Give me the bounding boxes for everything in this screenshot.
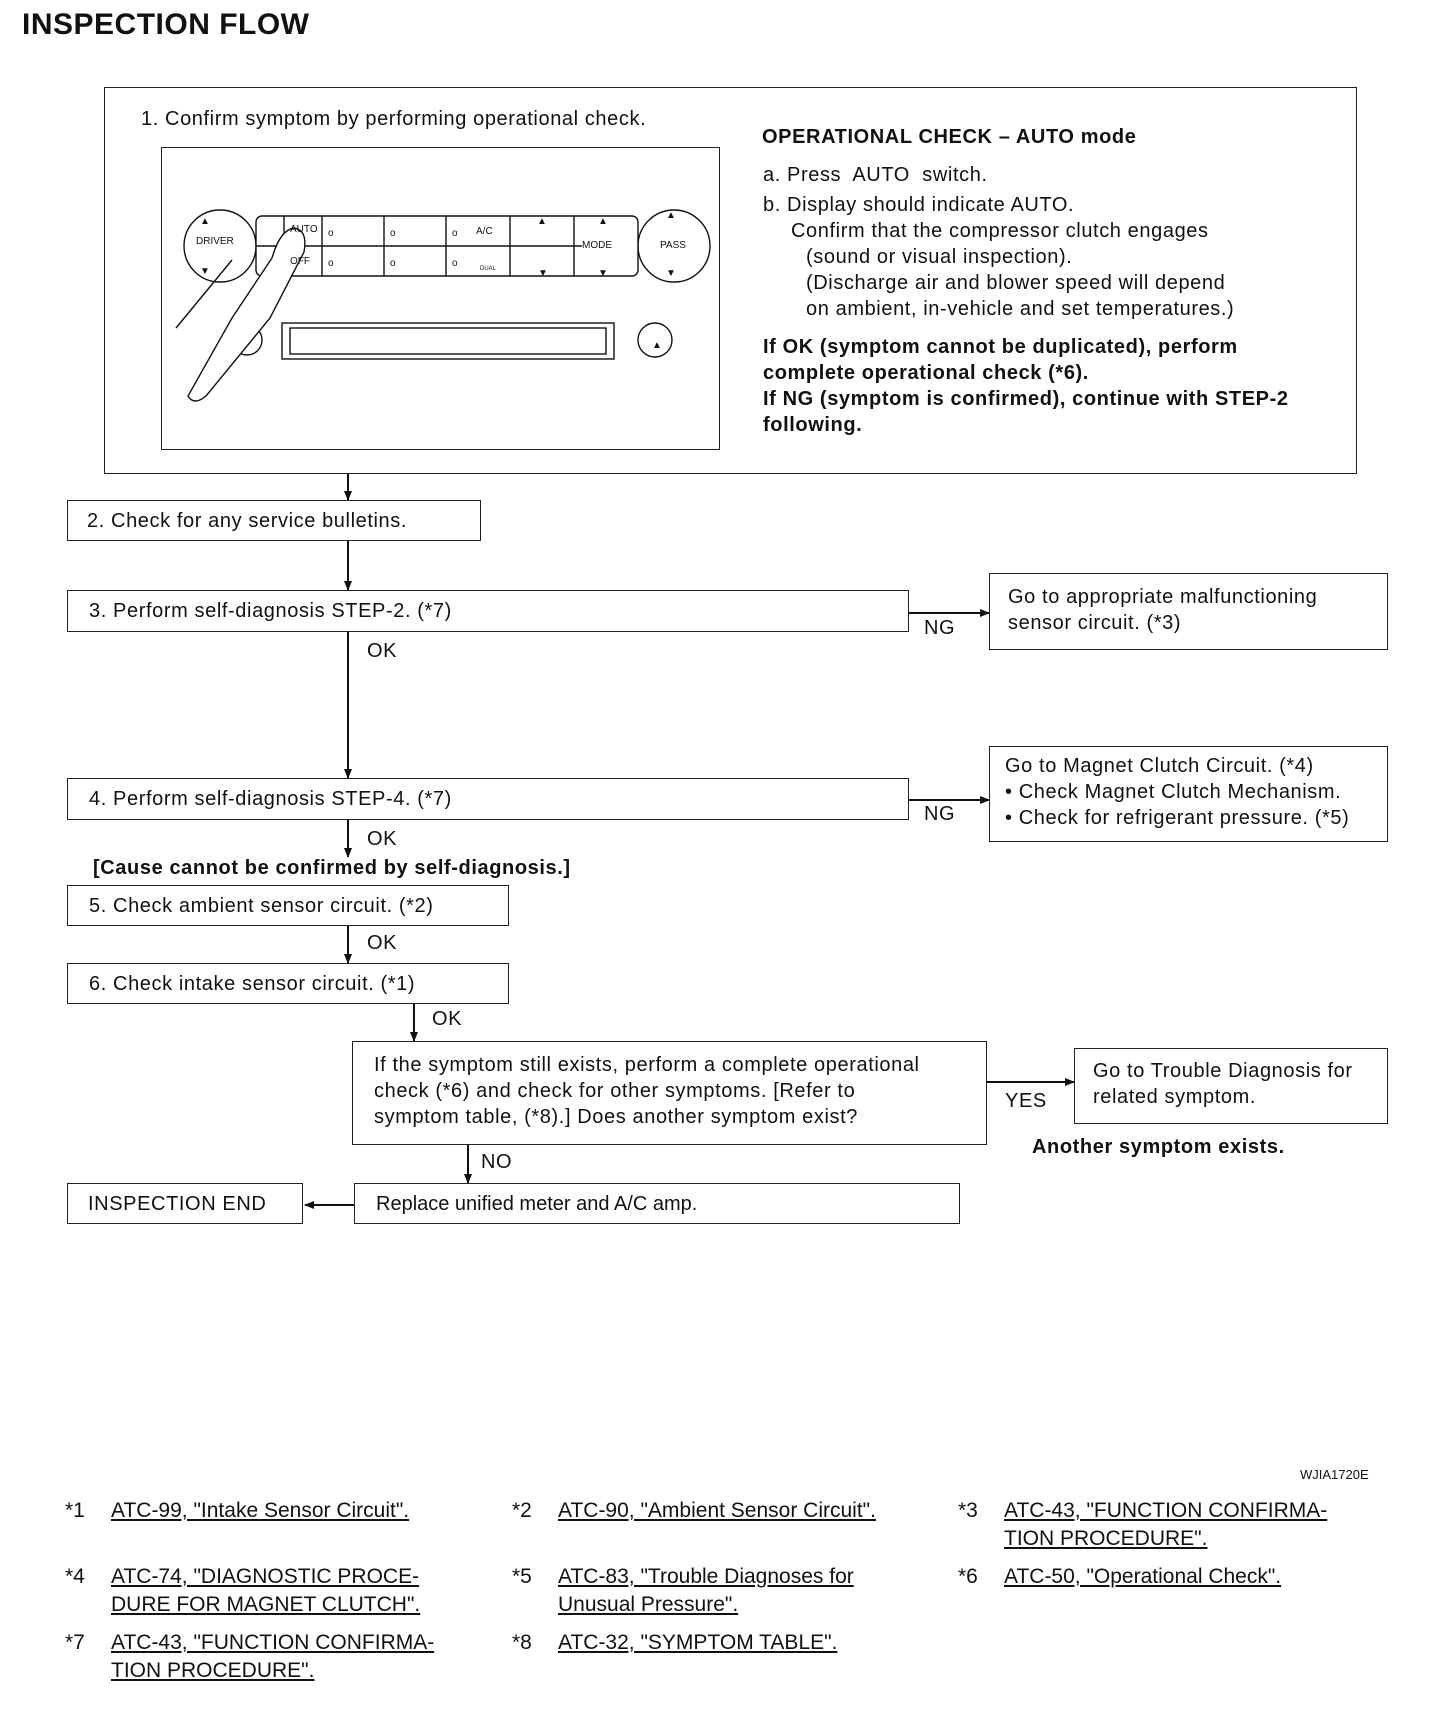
step3-ok-label: OK [367,640,398,662]
svg-text:▲: ▲ [537,216,547,227]
panel-pass-label: PASS [660,240,686,251]
another-symptom-note: Another symptom exists. [1032,1136,1285,1158]
svg-text:o: o [452,258,458,269]
step4-ok-label: OK [367,828,398,850]
step3-text: 3. Perform self-diagnosis STEP-2. (*7) [89,600,452,622]
panel-driver-label: DRIVER [196,236,234,247]
step4-ng-text-2: • Check Magnet Clutch Mechanism. [1005,781,1342,803]
step1-text: 1. Confirm symptom by performing operati… [141,108,647,130]
yes-text-1: Go to Trouble Diagnosis for [1093,1060,1353,1082]
footnote-key: *4 [65,1565,85,1588]
opcheck-line-b2: Confirm that the compressor clutch engag… [791,220,1209,242]
footnote-link-cont[interactable]: TION PROCEDURE". [1004,1527,1208,1550]
svg-text:▲: ▲ [598,216,608,227]
footnote-key: *5 [512,1565,532,1588]
inspection-end-box: INSPECTION END [67,1183,303,1224]
svg-text:▲: ▲ [666,210,676,221]
svg-text:▼: ▼ [666,268,676,279]
footnote-link-cont[interactable]: TION PROCEDURE". [111,1659,315,1682]
footnote-key: *1 [65,1499,85,1522]
svg-text:o: o [328,228,334,239]
svg-text:o: o [328,258,334,269]
footnote-link[interactable]: ATC-50, "Operational Check". [1004,1565,1282,1588]
opcheck-line-b3: (sound or visual inspection). [806,246,1073,268]
figure-id: WJIA1720E [1300,1467,1369,1482]
panel-illustration: ▲ ▼ ▲ ▼ ▲ ▼ ▲ ▼ o o o o o o ▲ DRIVER AUTO OFF A/… [161,147,720,450]
step5-box: 5. Check ambient sensor circuit. (*2) [67,885,509,926]
footnote-link-cont[interactable]: DURE FOR MAGNET CLUTCH". [111,1593,421,1616]
decision-no-label: NO [481,1151,513,1173]
footnote-link[interactable]: ATC-90, "Ambient Sensor Circuit". [558,1499,876,1522]
replace-text: Replace unified meter and A/C amp. [376,1193,698,1215]
svg-text:o: o [390,258,396,269]
step4-ng-label: NG [924,803,956,825]
footnote-link[interactable]: ATC-99, "Intake Sensor Circuit". [111,1499,410,1522]
footnote-link[interactable]: ATC-43, "FUNCTION CONFIRMA- [1004,1499,1328,1522]
footnote-key: *8 [512,1631,532,1654]
footnote-key: *7 [65,1631,85,1654]
footnote-link-cont[interactable]: Unusual Pressure". [558,1593,739,1616]
panel-auto-label: AUTO [290,224,318,235]
step4-ng-box: Go to Magnet Clutch Circuit. (*4) • Chec… [989,746,1388,842]
opcheck-ok-2: complete operational check (*6). [763,362,1089,384]
step5-ok-label: OK [367,932,398,954]
opcheck-line-a: a. Press AUTO switch. [763,164,988,186]
opcheck-ng-2: following. [763,414,863,436]
opcheck-ok-1: If OK (symptom cannot be duplicated), pe… [763,336,1238,358]
footnote-key: *2 [512,1499,532,1522]
svg-text:▲: ▲ [652,340,662,351]
svg-text:o: o [452,228,458,239]
panel-ac-label: A/C [476,226,493,237]
step2-text: 2. Check for any service bulletins. [87,510,408,532]
replace-box: Replace unified meter and A/C amp. [354,1183,960,1224]
step5-text: 5. Check ambient sensor circuit. (*2) [89,895,434,917]
footnote-link[interactable]: ATC-43, "FUNCTION CONFIRMA- [111,1631,435,1654]
step4-text: 4. Perform self-diagnosis STEP-4. (*7) [89,788,452,810]
panel-dual-label: DUAL [480,266,497,272]
svg-text:▲: ▲ [200,216,210,227]
control-panel-graphic: ▲ ▼ ▲ ▼ ▲ ▼ ▲ ▼ o o o o o o ▲ [175,209,711,402]
page-title: INSPECTION FLOW [22,8,310,41]
panel-mode-label: MODE [582,240,612,251]
opcheck-ng-1: If NG (symptom is confirmed), continue w… [763,388,1289,410]
decision-text-2: check (*6) and check for other symptoms.… [374,1080,856,1102]
yes-text-2: related symptom. [1093,1086,1256,1108]
decision-text-1: If the symptom still exists, perform a c… [374,1054,920,1076]
step6-box: 6. Check intake sensor circuit. (*1) [67,963,509,1004]
svg-text:o: o [390,228,396,239]
step4-ng-text-3: • Check for refrigerant pressure. (*5) [1005,807,1350,829]
step6-ok-label: OK [432,1008,463,1030]
opcheck-heading: OPERATIONAL CHECK – AUTO mode [762,126,1137,148]
svg-text:▼: ▼ [200,266,210,277]
step3-ng-box: Go to appropriate malfunctioning sensor … [989,573,1388,650]
decision-yes-label: YES [1005,1090,1047,1112]
step3-ng-text-2: sensor circuit. (*3) [1008,612,1182,634]
panel-off-label: OFF [290,256,310,267]
step6-text: 6. Check intake sensor circuit. (*1) [89,973,416,995]
opcheck-line-b: b. Display should indicate AUTO. [763,194,1075,216]
step4-ng-text-1: Go to Magnet Clutch Circuit. (*4) [1005,755,1314,777]
step2-box: 2. Check for any service bulletins. [67,500,481,541]
step3-ng-text-1: Go to appropriate malfunctioning [1008,586,1318,608]
footnote-link[interactable]: ATC-74, "DIAGNOSTIC PROCE- [111,1565,420,1588]
step3-box: 3. Perform self-diagnosis STEP-2. (*7) [67,590,909,632]
decision-box: If the symptom still exists, perform a c… [352,1041,987,1145]
footnote-link[interactable]: ATC-32, "SYMPTOM TABLE". [558,1631,838,1654]
svg-text:▼: ▼ [598,268,608,279]
decision-text-3: symptom table, (*8).] Does another sympt… [374,1106,859,1128]
step4-box: 4. Perform self-diagnosis STEP-4. (*7) [67,778,909,820]
opcheck-line-b4: (Discharge air and blower speed will dep… [806,272,1226,294]
opcheck-line-b5: on ambient, in-vehicle and set temperatu… [806,298,1235,320]
cause-note: [Cause cannot be confirmed by self-diagn… [93,857,571,879]
inspection-end-text: INSPECTION END [88,1193,267,1215]
step3-ng-label: NG [924,617,956,639]
yes-box: Go to Trouble Diagnosis for related symp… [1074,1048,1388,1124]
footnote-link[interactable]: ATC-83, "Trouble Diagnoses for [558,1565,854,1588]
footnote-key: *3 [958,1499,978,1522]
footnote-key: *6 [958,1565,978,1588]
svg-text:▼: ▼ [538,268,548,279]
